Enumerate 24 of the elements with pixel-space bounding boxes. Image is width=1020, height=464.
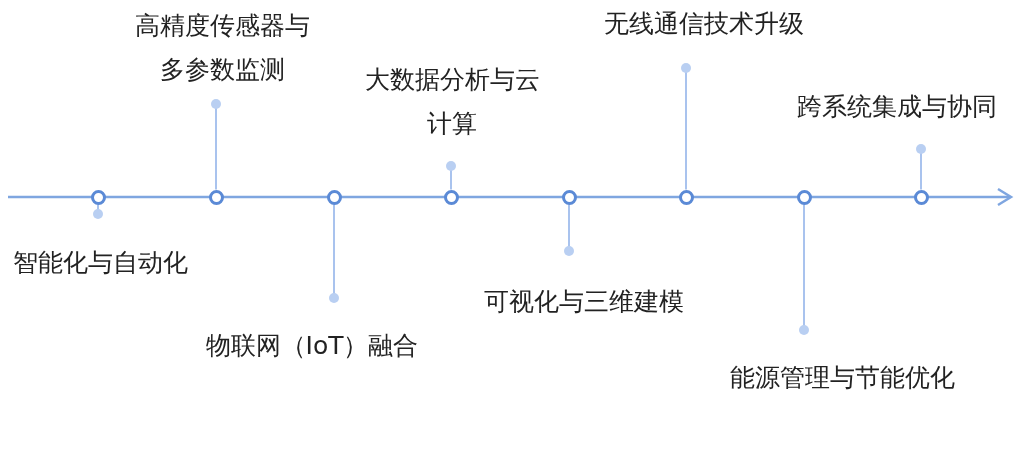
leader-line [564,203,574,256]
leader-line [916,144,926,191]
milestone-label: 智能化与自动化 [11,247,189,279]
timeline-marker [208,189,224,205]
timeline-marker [796,189,812,205]
timeline-marker [443,189,459,205]
milestone-label: 可视化与三维建模 [483,286,685,318]
leader-line [93,203,103,219]
milestone-label: 跨系统集成与协同 [796,91,998,123]
timeline-marker [326,189,342,205]
milestone-label: 大数据分析与云计算 [363,64,541,140]
timeline-marker [678,189,694,205]
milestone-label: 无线通信技术升级 [603,8,805,40]
milestone-label: 高精度传感器与多参数监测 [133,10,311,86]
timeline-marker [561,189,577,205]
timeline-marker [913,189,929,205]
leader-line [211,99,221,191]
leader-line [799,203,809,335]
leader-line [329,203,339,303]
leader-line [446,161,456,191]
leader-line [681,63,691,191]
milestone-label: 能源管理与节能优化 [728,362,956,394]
timeline-marker [90,189,106,205]
milestone-label: 物联网（IoT）融合 [204,330,420,362]
